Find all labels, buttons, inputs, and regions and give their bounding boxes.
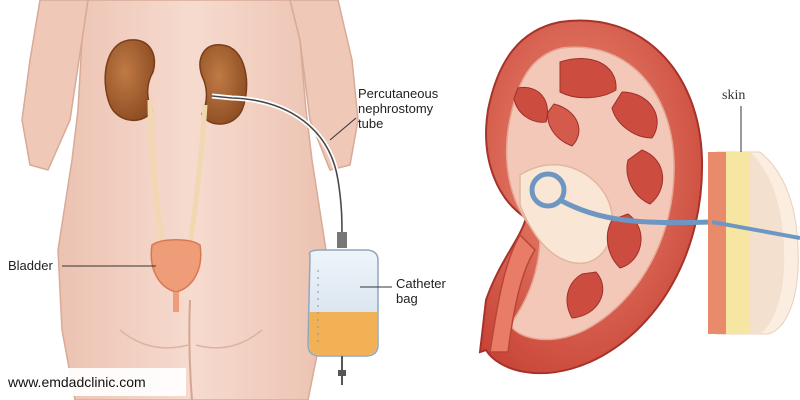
catheter-bag-label: Catheter bag bbox=[396, 276, 446, 306]
right-ureter bbox=[187, 104, 208, 246]
tube-label-line-2: nephrostomy bbox=[358, 101, 434, 116]
kidney-cross-section bbox=[478, 19, 713, 375]
tube-leader-line bbox=[329, 117, 357, 141]
tube-label-line-1: Percutaneous bbox=[358, 86, 439, 101]
bag-label-line-2: bag bbox=[396, 291, 418, 306]
tube-label: Percutaneous nephrostomy tube bbox=[358, 86, 438, 131]
left-ureter bbox=[147, 99, 165, 246]
skin-slab bbox=[708, 151, 800, 335]
tube-connector bbox=[337, 232, 347, 248]
bag-label-line-1: Catheter bbox=[396, 276, 446, 291]
skin-label: skin bbox=[722, 88, 746, 103]
bladder-label: Bladder bbox=[8, 258, 53, 273]
left-kidney bbox=[104, 39, 156, 122]
tube-label-line-3: tube bbox=[358, 116, 384, 131]
website-watermark: www.emdadclinic.com bbox=[0, 368, 186, 396]
catheter-bag-graphic bbox=[307, 249, 379, 385]
right-kidney bbox=[199, 44, 248, 125]
bladder-organ bbox=[150, 239, 202, 293]
